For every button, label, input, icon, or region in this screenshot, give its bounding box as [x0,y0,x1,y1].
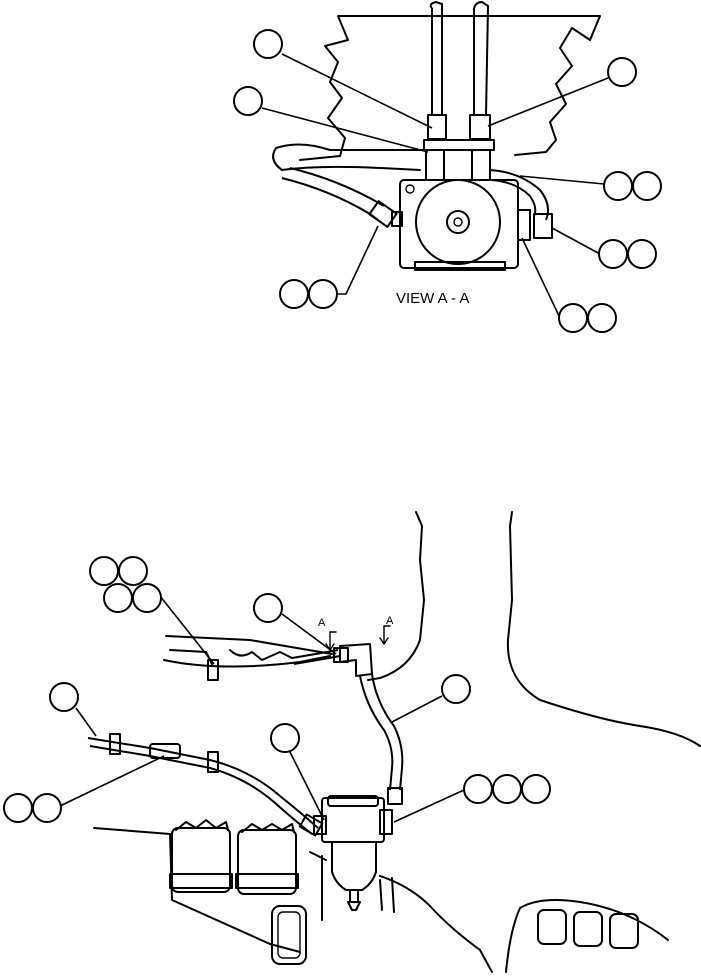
filter-element-inner [277,911,301,959]
callout-balloon [308,279,338,309]
fitting-right [469,114,491,140]
hose-clamp [423,139,495,151]
frame-tail [272,147,283,171]
left-hose-clamp-a [109,733,121,755]
callout-balloon [3,793,33,823]
leader-line [551,227,601,255]
lower-hose-fitting [387,787,403,805]
tank-left [171,827,231,893]
mounting-block [339,643,373,677]
elbow-right [471,149,491,181]
bar-detail [169,649,293,665]
callout-balloon [270,723,300,753]
housing-foot [414,261,506,271]
housing-bolt [405,184,415,194]
callout-balloon [632,171,662,201]
filter-drain [347,889,361,911]
leader-line [521,237,561,319]
tread-block-3 [609,913,639,949]
callout-balloon [253,29,283,59]
fuel-filter-head [321,797,385,843]
elbow-left [425,149,445,181]
section-mark-right: A [386,615,394,627]
top-callouts [233,29,662,333]
view-a-a-detail: VIEW A - A [272,0,601,307]
assembly-view: A A [87,511,701,973]
bottom-callouts [3,556,551,823]
section-mark-left: A [318,617,326,629]
callout-balloon [598,239,628,269]
callout-balloon [103,583,133,613]
filter-port-left [313,815,327,835]
frame-panel-outline [299,15,601,161]
right-hose-fitting [533,213,553,239]
filter-center-ring [446,210,470,234]
callout-balloon [521,774,551,804]
filter-element [271,905,307,965]
leader-line [519,175,605,185]
tank-right-top [241,823,295,833]
tread-block-2 [573,911,603,947]
right-hose-loop [489,169,549,221]
leader-line [75,707,97,737]
fuel-filter-head-top [327,795,379,807]
chassis-outline-right [506,511,701,747]
left-hose-end [298,813,324,837]
fuel-filter-bowl [331,841,377,891]
frame-member [275,143,431,171]
diagonal-hose-left [281,167,385,221]
callout-balloon [118,556,148,586]
right-port [517,209,531,241]
tank-left-band [169,873,233,889]
leader-line [338,225,379,295]
chassis-outline-left [367,511,425,681]
left-port [391,211,403,227]
wheel-housing [505,899,669,973]
support-bar [163,635,333,668]
callout-balloon [132,583,162,613]
bar-clamp [207,659,219,681]
callout-balloon [627,239,657,269]
leader-line [159,595,215,665]
leader-line [289,751,325,821]
upper-hose-left [429,0,443,115]
callout-balloon [558,303,588,333]
callout-balloon [603,171,633,201]
tank-left-top [175,819,229,831]
leader-line [59,755,165,807]
frame-rail [93,827,327,953]
upper-hose-right [473,0,490,116]
callout-balloon [253,593,283,623]
left-hose-clamp-b [207,751,219,773]
callout-balloon [49,682,79,712]
filter-center-bolt [453,217,463,227]
leader-line [261,107,429,153]
lower-structure [379,875,493,973]
vertical-fuel-hose [359,673,404,791]
callout-balloon [279,279,309,309]
leader-line [487,77,609,127]
section-arrow-right-head [379,637,389,645]
tank-right [237,829,297,895]
callout-balloon [32,793,62,823]
leader-line [281,613,337,655]
filter-port-right [379,809,393,835]
left-hose-fitting [149,743,181,759]
view-label: VIEW A - A [396,290,469,307]
filter-cap [415,179,501,265]
leader-line [393,789,465,823]
callout-balloon [441,674,471,704]
callout-balloon [89,556,119,586]
callout-balloon [587,303,617,333]
leader-line [281,53,433,129]
leader-line [391,695,443,723]
callout-balloon [463,774,493,804]
tread-block-1 [537,909,567,945]
callout-balloon [607,57,637,87]
tank-right-band [235,873,299,889]
callout-balloon [492,774,522,804]
callout-balloon [233,86,263,116]
